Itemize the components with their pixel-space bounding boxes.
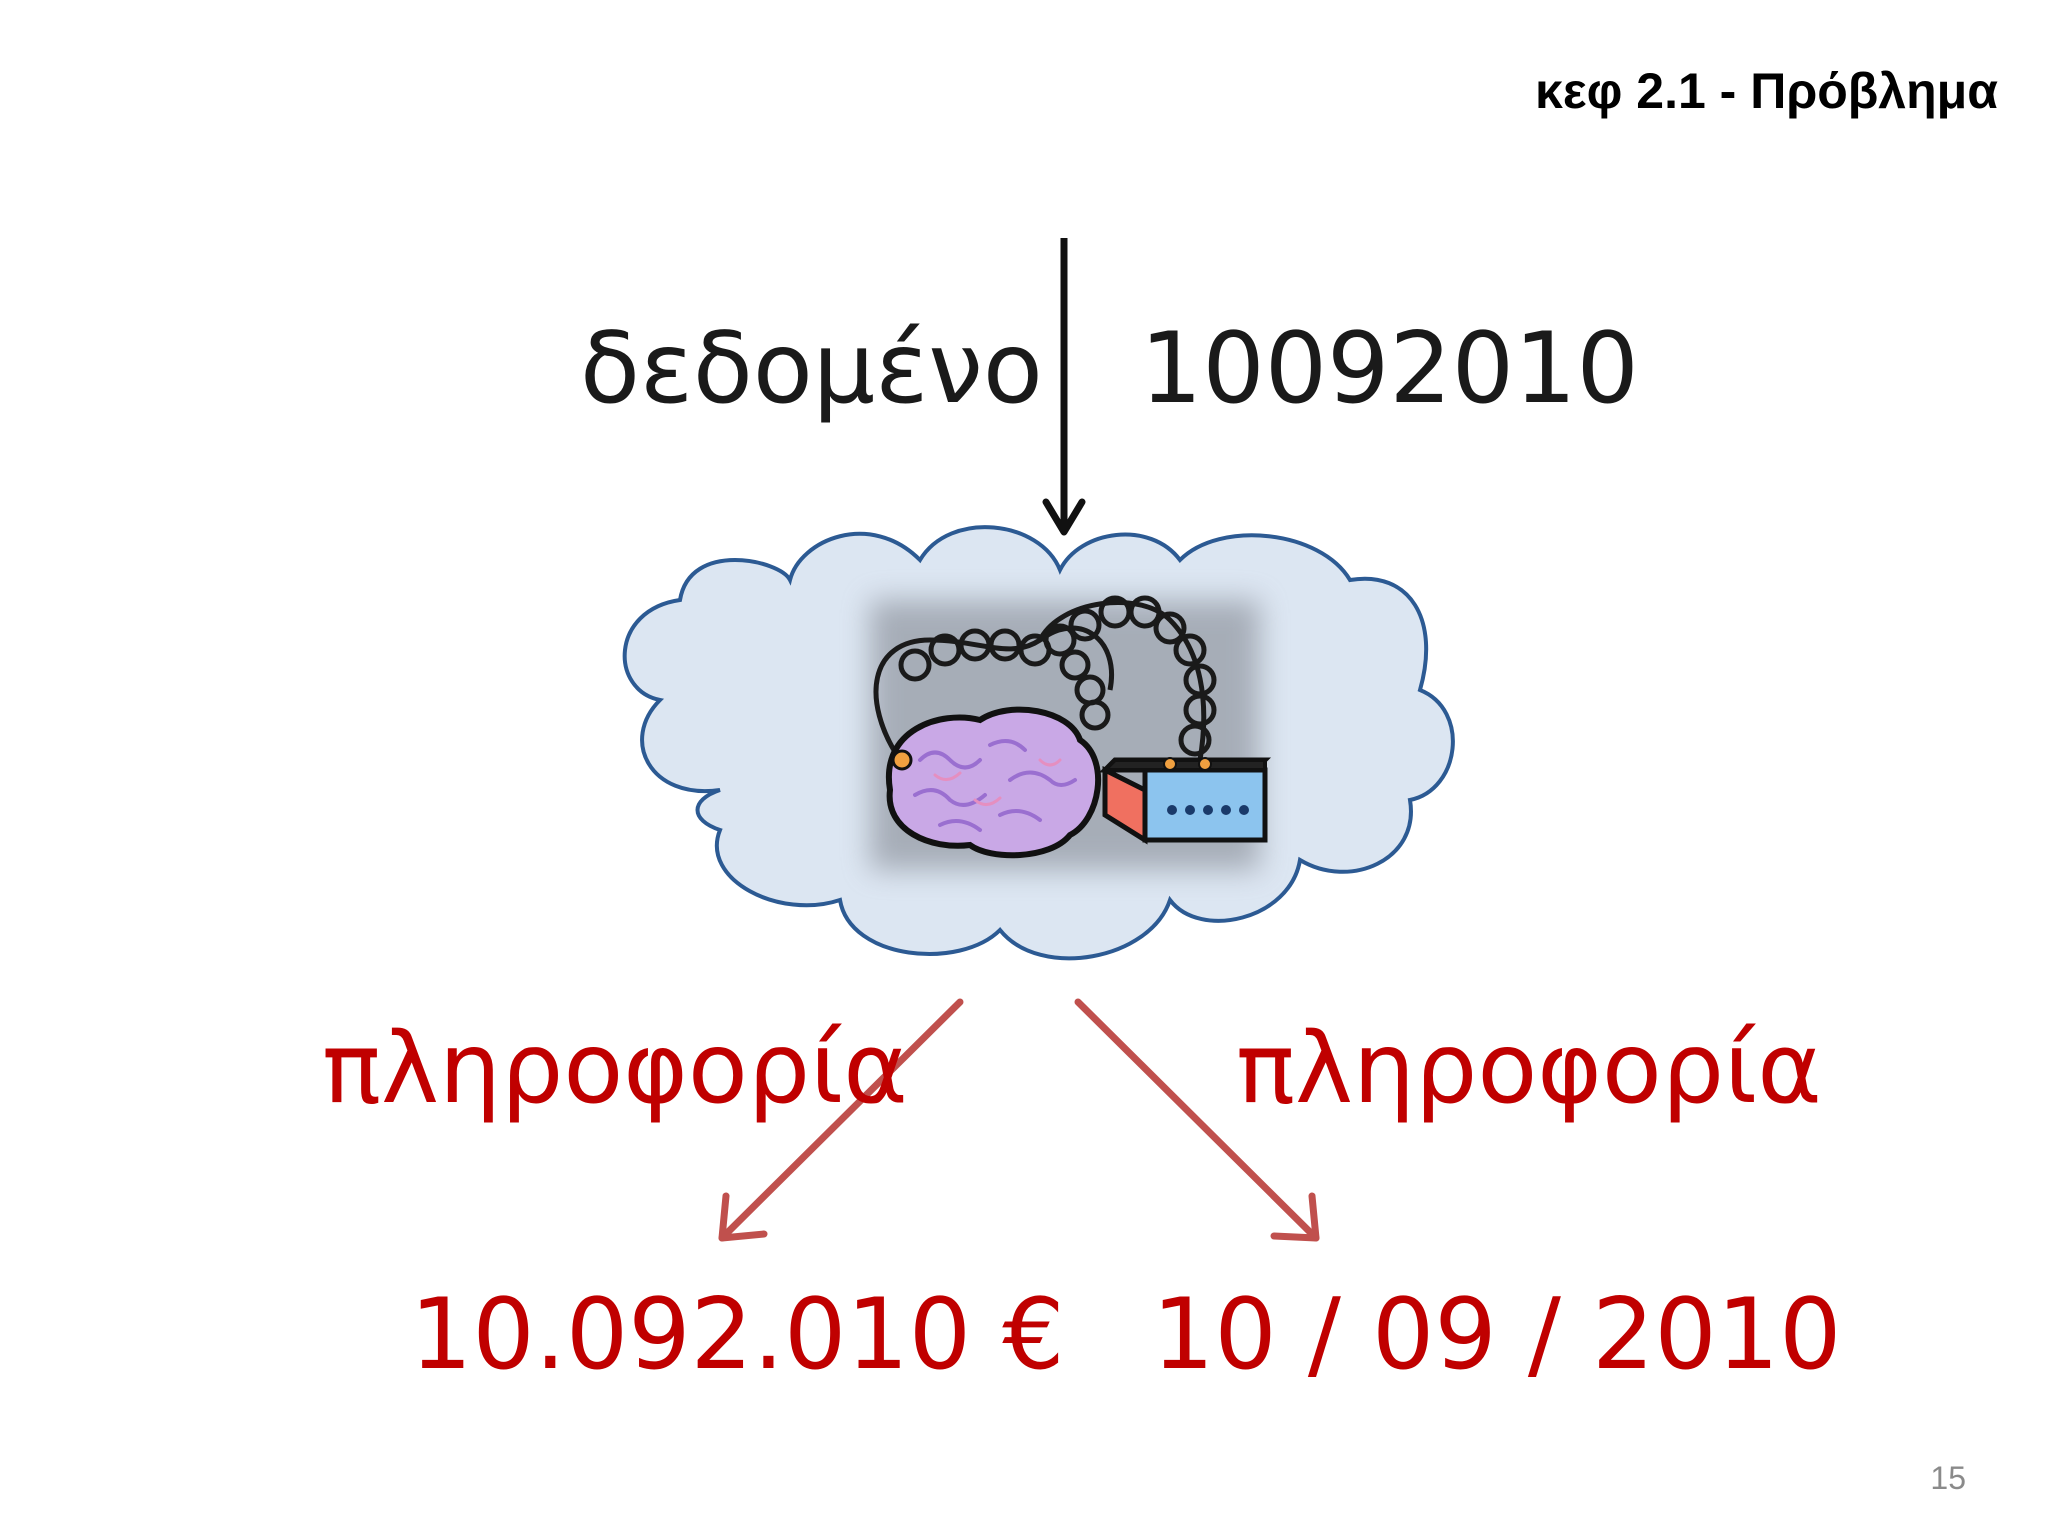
result-currency: 10.092.010 € bbox=[410, 1278, 1065, 1392]
brain-connected-to-machine-icon bbox=[873, 595, 1272, 859]
page-number: 15 bbox=[1930, 1460, 1966, 1496]
information-label-left: πληροφορία bbox=[322, 1012, 908, 1126]
result-date: 10 / 09 / 2010 bbox=[1152, 1278, 1842, 1392]
data-value: 10092010 bbox=[1140, 312, 1639, 426]
information-label-right: πληροφορία bbox=[1236, 1012, 1822, 1126]
slide-title: κεφ 2.1 - Πρόβλημα bbox=[1535, 63, 1998, 119]
output-arrow-right bbox=[1074, 998, 1320, 1242]
input-arrow bbox=[1042, 238, 1086, 536]
data-label: δεδομένο bbox=[580, 312, 1043, 426]
output-arrow-left bbox=[718, 998, 964, 1242]
